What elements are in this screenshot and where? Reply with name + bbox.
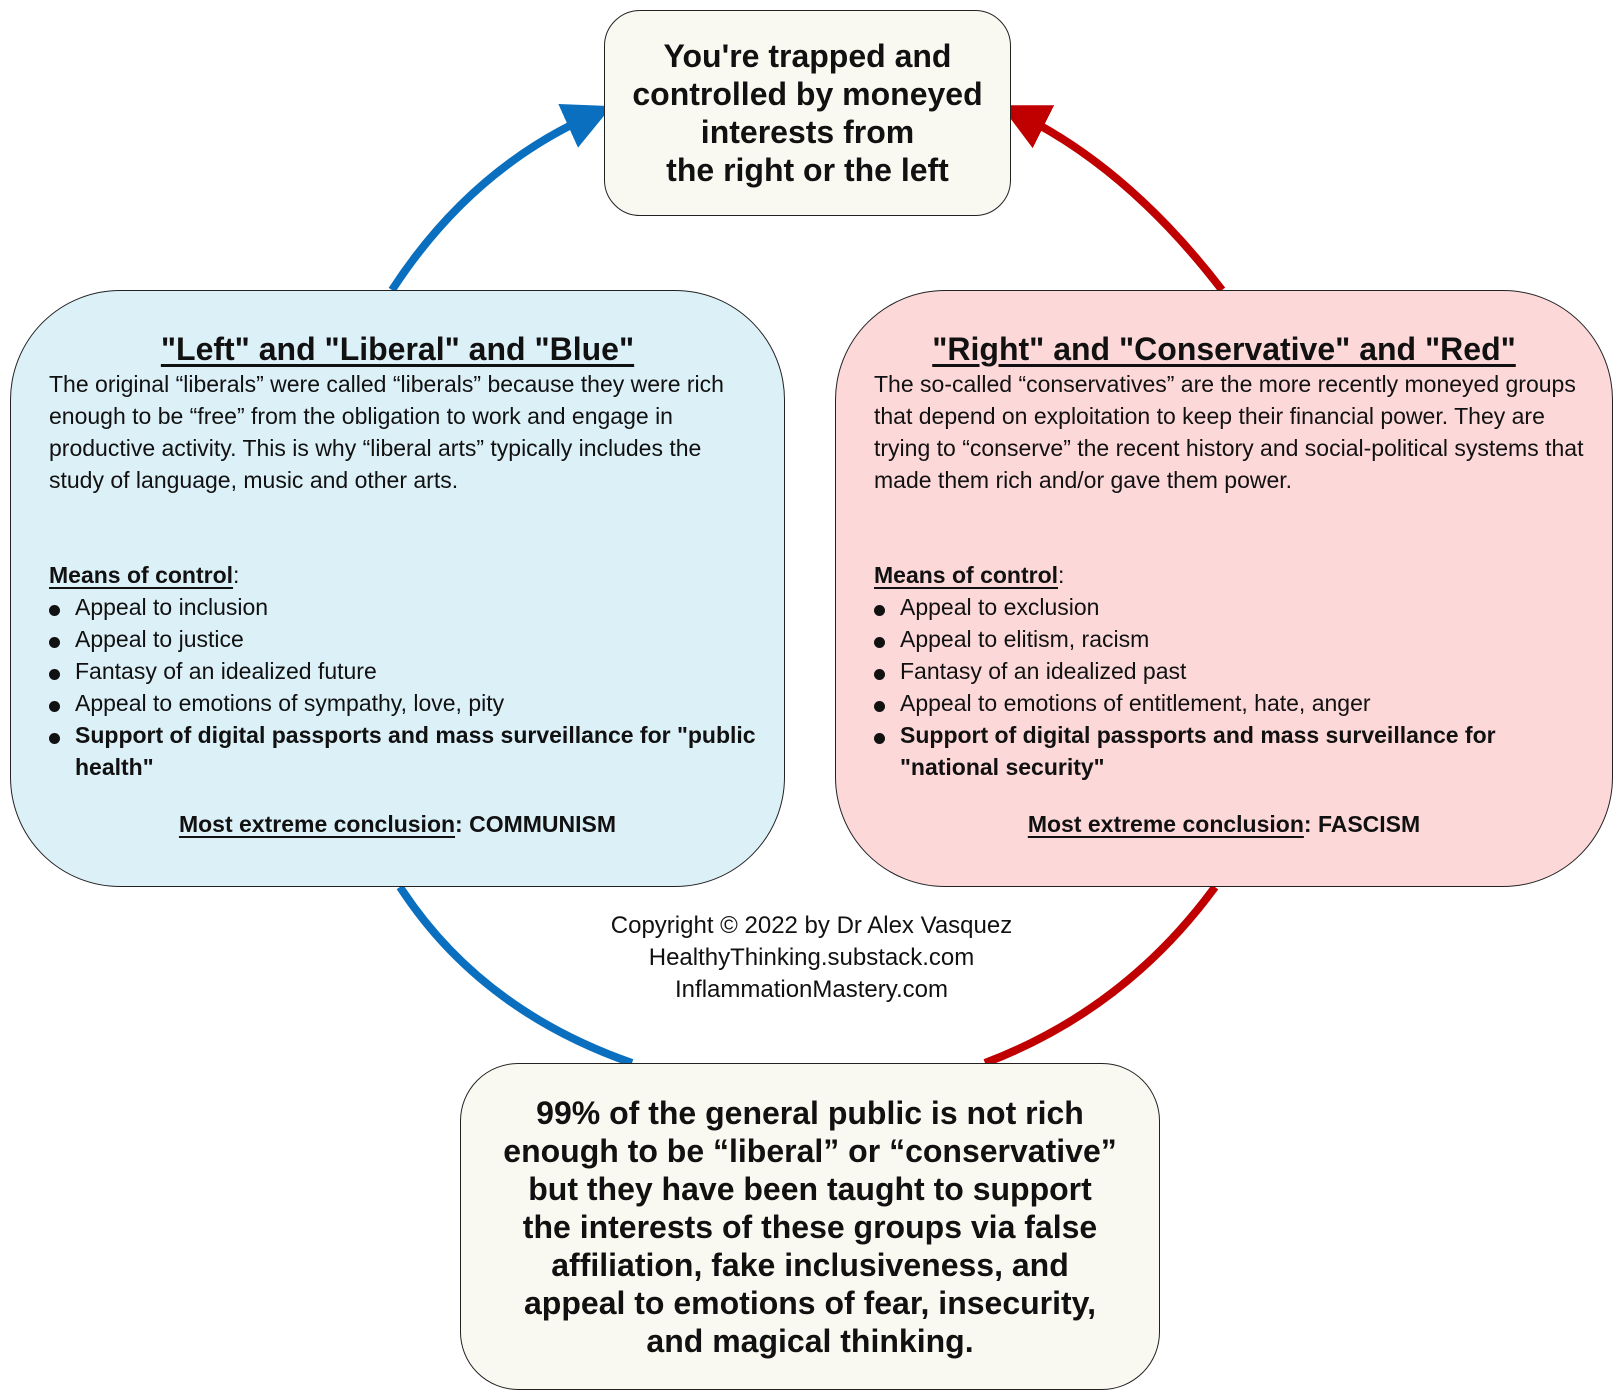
bottom-statement-text: 99% of the general public is not rich en… [475, 1094, 1145, 1360]
list-item: Fantasy of an idealized past [874, 655, 1586, 687]
right-means-of-control-label: Means of control: [874, 562, 1065, 588]
bullet-icon [49, 701, 60, 712]
bullet-icon [49, 605, 60, 616]
right-panel-description: The so-called “conservatives” are the mo… [874, 371, 1584, 493]
copyright-notice: Copyright © 2022 by Dr Alex Vasquez Heal… [520, 910, 1103, 1006]
top-line: controlled by moneyed [632, 76, 983, 112]
blue-arrow-upper [388, 103, 612, 293]
bottom-line: enough to be “liberal” or “conservative” [503, 1132, 1117, 1169]
list-item: Appeal to emotions of sympathy, love, pi… [49, 687, 761, 719]
bullet-icon [874, 733, 885, 744]
bullet-icon [874, 605, 885, 616]
bottom-line: and magical thinking. [646, 1322, 974, 1359]
bullet-icon [49, 733, 60, 744]
top-statement-box: You're trapped and controlled by moneyed… [604, 10, 1011, 216]
website-line: InflammationMastery.com [675, 976, 948, 1003]
website-line: HealthyThinking.substack.com [648, 944, 975, 971]
list-item: Appeal to justice [49, 623, 761, 655]
left-panel-title: "Left" and "Liberal" and "Blue" [160, 331, 635, 367]
bullet-icon [874, 669, 885, 680]
bullet-icon [874, 701, 885, 712]
list-item: Appeal to emotions of entitlement, hate,… [874, 687, 1586, 719]
red-arrow-upper [1000, 105, 1226, 293]
list-item: Appeal to elitism, racism [874, 623, 1586, 655]
right-panel-title: "Right" and "Conservative" and "Red" [932, 331, 1516, 367]
bottom-line: the interests of these groups via false [522, 1208, 1098, 1245]
right-extreme-conclusion: Most extreme conclusion: FASCISM [1027, 811, 1421, 837]
top-line: interests from [700, 114, 915, 150]
top-statement-text: You're trapped and controlled by moneyed… [618, 37, 998, 189]
list-item: Support of digital passports and mass su… [49, 719, 761, 783]
bullet-icon [49, 637, 60, 648]
bullet-icon [49, 669, 60, 680]
list-item: Fantasy of an idealized future [49, 655, 761, 687]
blue-arc-lower [396, 884, 634, 1067]
bottom-line: appeal to emotions of fear, insecurity, [524, 1284, 1096, 1321]
list-item: Appeal to inclusion [49, 591, 761, 623]
left-means-of-control-label: Means of control: [49, 562, 240, 588]
left-extreme-conclusion: Most extreme conclusion: COMMUNISM [178, 811, 617, 837]
list-item: Appeal to exclusion [874, 591, 1586, 623]
right-conservative-panel: "Right" and "Conservative" and "Red" The… [835, 290, 1613, 887]
left-liberal-panel: "Left" and "Liberal" and "Blue" The orig… [10, 290, 785, 887]
left-panel-description: The original “liberals” were called “lib… [49, 371, 724, 493]
top-line: the right or the left [666, 152, 949, 188]
left-means-list: Appeal to inclusion Appeal to justice Fa… [49, 591, 761, 783]
right-means-list: Appeal to exclusion Appeal to elitism, r… [874, 591, 1586, 783]
top-line: You're trapped and [663, 38, 952, 74]
red-arc-lower [983, 884, 1219, 1067]
bullet-icon [874, 637, 885, 648]
list-item: Support of digital passports and mass su… [874, 719, 1586, 783]
bottom-line: 99% of the general public is not rich [536, 1094, 1084, 1131]
copyright-line: Copyright © 2022 by Dr Alex Vasquez [610, 912, 1013, 939]
bottom-statement-box: 99% of the general public is not rich en… [460, 1063, 1160, 1390]
bottom-line: affiliation, fake inclusiveness, and [551, 1246, 1069, 1283]
bottom-line: but they have been taught to support [528, 1170, 1092, 1207]
